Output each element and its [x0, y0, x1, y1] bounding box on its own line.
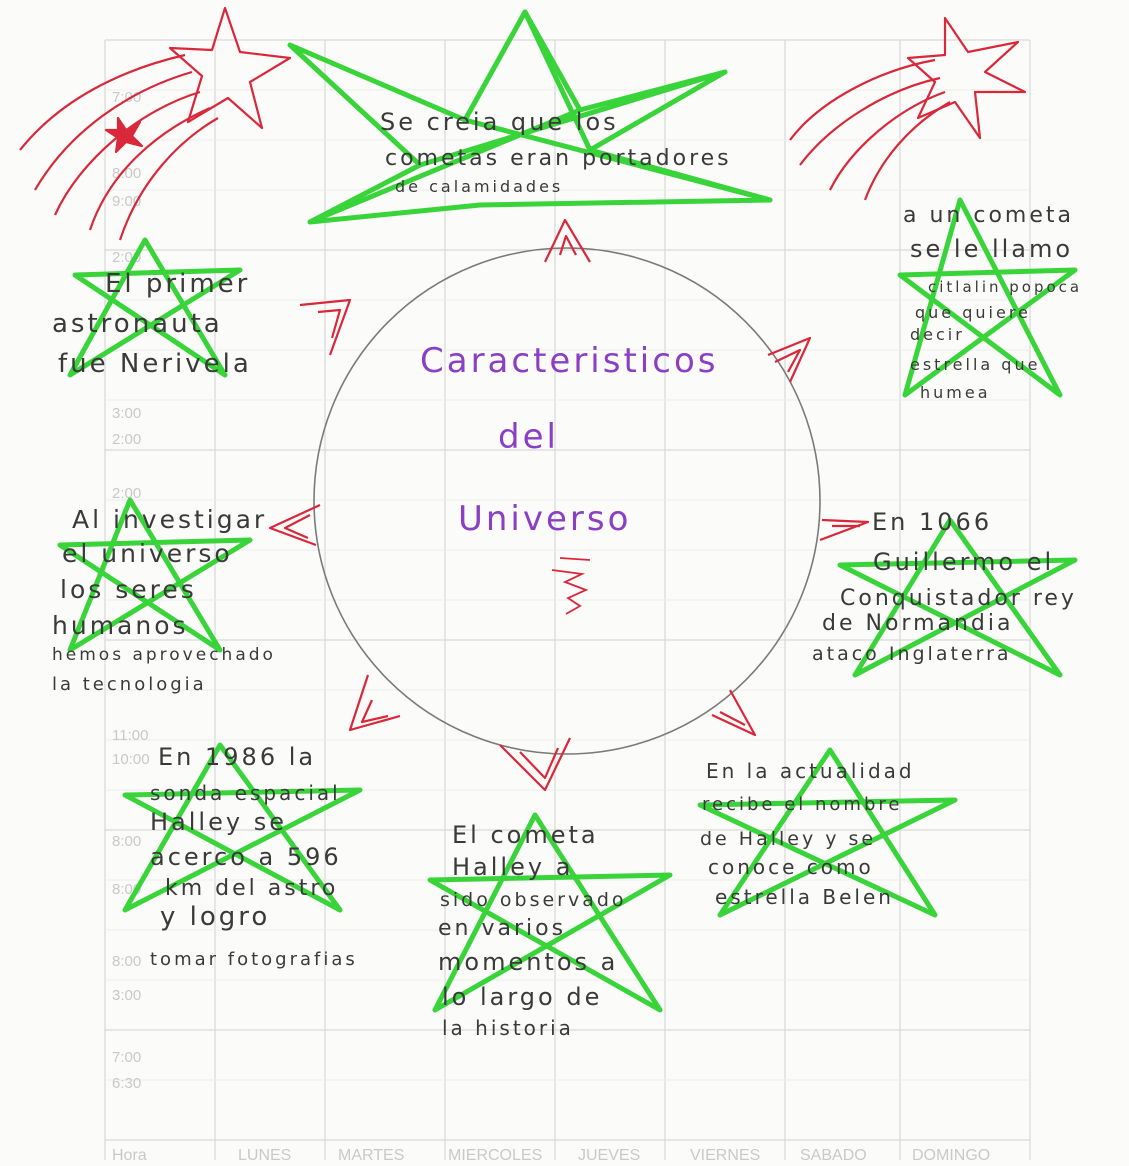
note-right-mid-line: En 1066 [872, 508, 992, 536]
center-title: Caracteristicos del Universo [420, 341, 718, 539]
time-label: 11:00 [112, 727, 148, 744]
note-bottom-right-line: de Halley y se [700, 828, 876, 850]
center-line-1: Caracteristicos [420, 341, 718, 381]
note-bottom-right-line: En la actualidad [706, 759, 915, 783]
note-bottom-left-line: tomar fotografias [150, 949, 358, 970]
note-top-right-line: estrella que [910, 355, 1040, 374]
day-label: MIERCOLES [448, 1147, 542, 1164]
note-bottom-right-line: recibe el nombre [702, 794, 902, 815]
arrow-down-icon [499, 737, 571, 792]
note-right-mid-line: ataco Inglaterra [812, 643, 1012, 665]
time-label: 6:30 [112, 1075, 141, 1092]
arrow-up-icon [544, 218, 591, 263]
green-star-bottom-right-icon [697, 747, 958, 918]
note-top-line: cometas eran portadores [385, 146, 732, 171]
note-top-right: a un cometa se le llamo citlalin popoca … [903, 203, 1082, 402]
note-left-mid-line: el universo [62, 539, 233, 568]
note-top-line: de calamidades [395, 177, 563, 196]
day-label: VIERNES [690, 1147, 760, 1164]
arrow-left-icon [268, 504, 321, 547]
note-left-mid-line: Al investigar [72, 505, 267, 534]
arrow-upper-left-icon [299, 298, 352, 356]
note-bottom-left-line: y logro [160, 902, 270, 932]
day-label: MARTES [338, 1147, 404, 1164]
day-label: DOMINGO [912, 1147, 990, 1164]
note-bottom-left-line: En 1986 la [158, 743, 316, 771]
arrow-upper-right-icon [767, 336, 812, 383]
note-top-line: Se creia que los [380, 108, 619, 136]
green-star-top-icon [287, 9, 773, 225]
time-label: 3:00 [112, 987, 141, 1004]
center-line-2: del [498, 417, 559, 457]
note-bottom-right-line: estrella Belen [715, 885, 894, 909]
arrow-lower-left-icon [348, 674, 401, 732]
schedule-times: 7:00 8:00 9:00 2:00 3:00 2:00 2:00 11:00… [112, 89, 150, 1092]
arrow-right-icon [819, 518, 870, 542]
note-bottom-center-line: Halley a [452, 853, 573, 881]
note-top-right-line: se le llamo [910, 235, 1073, 263]
note-top-right-line: humea [920, 383, 991, 402]
note-bottom-left-line: sonda espacial [150, 781, 341, 805]
time-label: 2:00 [112, 431, 141, 448]
shooting-star-left-icon [19, 6, 292, 241]
note-top: Se creia que los cometas eran portadores… [380, 108, 732, 196]
note-left-mid-line: humanos [52, 611, 189, 640]
time-label: 8:00 [112, 833, 141, 850]
center-line-3: Universo [458, 499, 631, 539]
note-bottom-left: En 1986 la sonda espacial Halley se acer… [150, 743, 358, 970]
time-label: 2:00 [112, 485, 141, 502]
note-left-top-line: astronauta [52, 309, 223, 339]
note-left-mid-line: hemos aprovechado [52, 645, 276, 665]
note-bottom-center-line: la historia [442, 1016, 574, 1040]
note-bottom-center-line: El cometa [452, 821, 599, 849]
note-bottom-center-line: en varios [438, 916, 566, 941]
note-right-mid: En 1066 Guillermo el Conquistador rey de… [812, 508, 1077, 665]
note-top-right-line: decir [910, 325, 965, 344]
note-right-mid-line: Guillermo el [873, 548, 1054, 576]
note-bottom-left-line: Halley se [150, 808, 287, 836]
note-top-right-line: a un cometa [903, 203, 1074, 228]
note-bottom-right-line: conoce como [708, 855, 874, 879]
green-star-top-right-icon [897, 197, 1078, 398]
note-top-right-line: que quiere [915, 303, 1031, 322]
note-left-mid: Al investigar el universo los seres huma… [52, 505, 276, 695]
note-bottom-left-line: acerco a 596 [150, 843, 342, 871]
note-right-mid-line: de Normandia [822, 611, 1013, 636]
green-star-left-top-icon [67, 237, 243, 378]
central-circle [313, 247, 821, 755]
day-label: Hora [112, 1147, 147, 1164]
green-star-left-mid-icon [57, 497, 253, 653]
red-arrows [268, 218, 870, 792]
green-star-bottom-left-icon [122, 742, 363, 913]
note-left-mid-line: la tecnologia [52, 674, 207, 695]
time-label: 7:00 [112, 1049, 141, 1066]
arrow-lower-right-icon [711, 689, 757, 737]
note-bottom-right: En la actualidad recibe el nombre de Hal… [700, 759, 915, 909]
green-star-right-mid-icon [837, 517, 1078, 678]
day-label: JUEVES [578, 1147, 640, 1164]
time-label: 3:00 [112, 405, 141, 422]
note-right-mid-line: Conquistador rey [840, 586, 1077, 611]
shooting-star-right-icon [789, 16, 1027, 201]
day-label: SABADO [800, 1147, 867, 1164]
schedule-day-header: Hora LUNES MARTES MIERCOLES JUEVES VIERN… [112, 1147, 990, 1164]
note-left-top: El primer astronauta fue Nerivela [52, 269, 252, 379]
day-label: LUNES [238, 1147, 291, 1164]
green-star-bottom-center-icon [427, 812, 673, 1013]
note-bottom-center-line: momentos a [438, 948, 618, 976]
note-bottom-center-line: lo largo de [442, 983, 602, 1011]
time-label: 10:00 [112, 751, 150, 768]
note-bottom-left-line: km del astro [165, 876, 338, 901]
note-bottom-center: El cometa Halley a sido observado en var… [438, 821, 627, 1040]
note-left-top-line: El primer [105, 269, 250, 299]
time-label: 7:00 [112, 89, 141, 106]
center-squiggle-icon [551, 557, 591, 615]
note-left-mid-line: los seres [60, 575, 197, 604]
note-top-right-line: citlalin popoca [928, 278, 1082, 296]
note-left-top-line: fue Nerivela [58, 349, 252, 379]
time-label: 8:00 [112, 953, 141, 970]
note-bottom-center-line: sido observado [440, 889, 627, 911]
